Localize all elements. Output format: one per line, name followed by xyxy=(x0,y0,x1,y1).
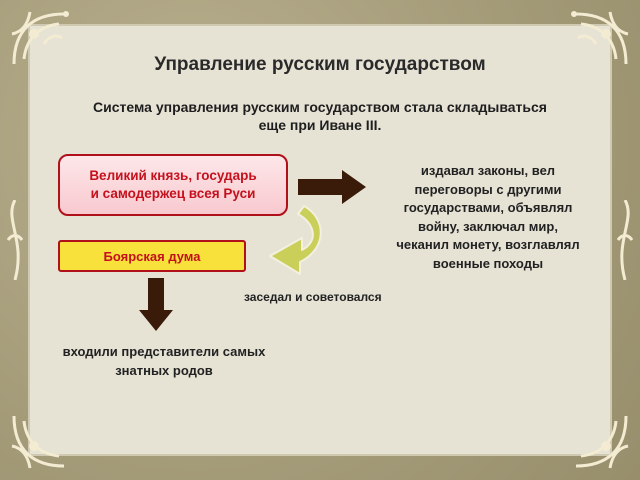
ornament-corner-icon xyxy=(575,415,629,469)
ornament-corner-icon xyxy=(11,415,65,469)
ornament-side-icon xyxy=(616,200,634,280)
grand-prince-duties: издавал законы, вел переговоры с другими… xyxy=(396,163,580,271)
slide-subtitle: Система управления русским государством … xyxy=(93,99,547,133)
boyar-duma-box: Боярская дума xyxy=(58,240,246,272)
down-arrow-icon xyxy=(139,278,173,331)
curved-arrow-icon xyxy=(269,205,322,275)
slide-title: Управление русским государством xyxy=(154,54,486,75)
boyar-duma-members: входили представители самых знатных родо… xyxy=(62,344,266,378)
ornament-corner-icon xyxy=(11,11,69,65)
ornament-corner-icon xyxy=(571,11,629,65)
right-arrow-icon xyxy=(298,170,366,204)
grand-prince-box: Великий князь, государь и самодержец все… xyxy=(58,154,288,216)
boyar-duma-role: заседал и советовался xyxy=(244,290,382,304)
ornament-side-icon xyxy=(6,200,24,280)
